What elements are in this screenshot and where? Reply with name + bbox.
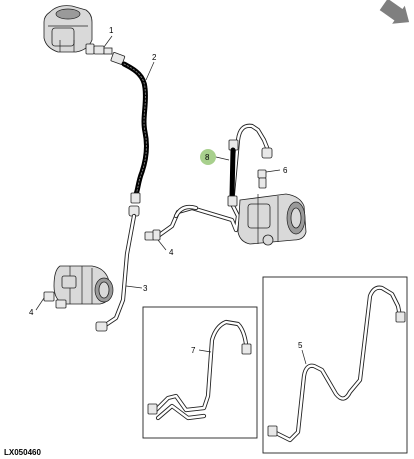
figure-code: LX050460 xyxy=(4,448,41,457)
callout-2[interactable]: 2 xyxy=(152,53,157,62)
fitting-6 xyxy=(257,169,267,189)
steel-line-3 xyxy=(95,213,137,332)
callout-5[interactable]: 5 xyxy=(298,341,303,350)
callout-8: 8 xyxy=(205,153,210,162)
fitting-4-middle xyxy=(144,229,161,241)
callout-3[interactable]: 3 xyxy=(143,284,148,293)
steel-line-upper xyxy=(155,123,271,239)
valve-body-top xyxy=(43,5,95,55)
inset-box-line-7 xyxy=(142,306,258,439)
callout-6[interactable]: 6 xyxy=(283,166,288,175)
inset-box-line-5 xyxy=(262,276,408,454)
hose-2 xyxy=(110,52,149,217)
callout-1[interactable]: 1 xyxy=(109,26,114,35)
valve-body-right xyxy=(237,193,307,246)
hose-8 xyxy=(227,139,273,207)
callout-4-left[interactable]: 4 xyxy=(29,308,34,317)
callout-4-middle[interactable]: 4 xyxy=(169,248,174,257)
motor-left xyxy=(43,265,114,309)
callout-7[interactable]: 7 xyxy=(191,346,196,355)
arrow-down-right-icon[interactable] xyxy=(377,0,414,31)
callout-8-highlight[interactable]: 8 xyxy=(200,149,216,165)
fitting-1 xyxy=(93,45,113,55)
